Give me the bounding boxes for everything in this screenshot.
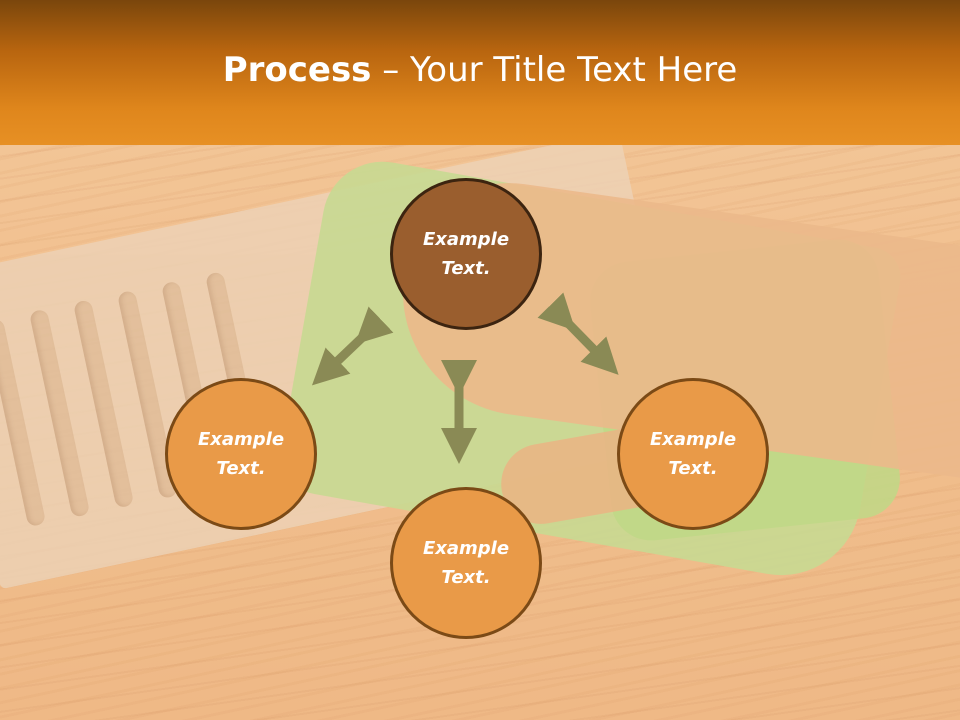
- process-node-right[interactable]: Example Text.: [617, 378, 769, 530]
- node-text-line1: Example: [422, 229, 510, 250]
- title-rest: – Your Title Text Here: [371, 50, 738, 90]
- node-text-line2: Text.: [441, 258, 491, 279]
- node-text-line2: Text.: [216, 458, 266, 479]
- node-text-line2: Text.: [441, 567, 491, 588]
- arrow-top-left: [311, 306, 394, 386]
- node-text-line2: Text.: [668, 458, 718, 479]
- process-node-left[interactable]: Example Text.: [165, 378, 317, 530]
- node-text-line1: Example: [422, 538, 510, 559]
- arrow-top-right: [537, 292, 619, 375]
- slide-title: Process – Your Title Text Here: [0, 50, 960, 90]
- process-node-top[interactable]: Example Text.: [390, 178, 542, 330]
- header-band: [0, 0, 960, 145]
- title-bold: Process: [222, 50, 372, 90]
- process-node-bottom[interactable]: Example Text.: [390, 487, 542, 639]
- node-text-line1: Example: [649, 429, 737, 450]
- node-text-line1: Example: [197, 429, 285, 450]
